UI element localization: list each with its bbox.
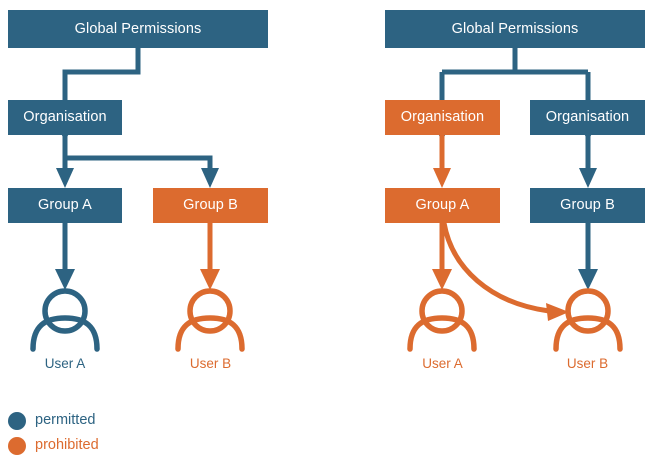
user-figure-right-user-b [553,288,623,352]
connector-left-group-a-to-user-a [55,223,75,290]
node-left-global-permissions[interactable]: Global Permissions [8,10,268,48]
connector-right-organisation-a-to-group-a [433,135,451,188]
user-figure-left-user-b [175,288,245,352]
connector-right-group-b-to-user-b [578,223,598,290]
node-right-global-permissions[interactable]: Global Permissions [385,10,645,48]
node-right-organisation-b[interactable]: Organisation [530,100,645,135]
filled-circle-icon-prohibited [8,436,26,455]
filled-circle-icon-permitted [8,411,26,430]
node-left-organisation[interactable]: Organisation [8,100,122,135]
legend-label-permitted: permitted [35,412,96,429]
connector-right-group-a-to-user-a [432,223,452,290]
legend-label-prohibited: prohibited [35,437,99,454]
connector-right-organisation-b-to-group-b [579,135,597,188]
connector-left-organisation-to-group-a [56,135,74,188]
connector-right-group-a-to-user-b-curved [441,222,569,321]
legend-item-prohibited: prohibited [8,433,208,458]
label-right-user-a: User A [422,356,463,371]
label-right-user-b: User B [566,356,609,371]
node-right-group-b[interactable]: Group B [530,188,645,223]
node-left-group-a[interactable]: Group A [8,188,122,223]
legend-item-permitted: permitted [8,408,208,433]
connector-left-group-b-to-user-b [200,223,220,290]
user-figure-right-user-a [407,288,477,352]
legend: permitted prohibited [8,408,208,458]
label-left-user-b: User B [189,356,232,371]
user-figure-left-user-a [30,288,100,352]
node-left-group-b[interactable]: Group B [153,188,268,223]
label-left-user-a: User A [44,356,86,371]
node-right-organisation-a[interactable]: Organisation [385,100,500,135]
connector-left-organisation-to-group-b [65,155,219,188]
node-right-group-a[interactable]: Group A [385,188,500,223]
